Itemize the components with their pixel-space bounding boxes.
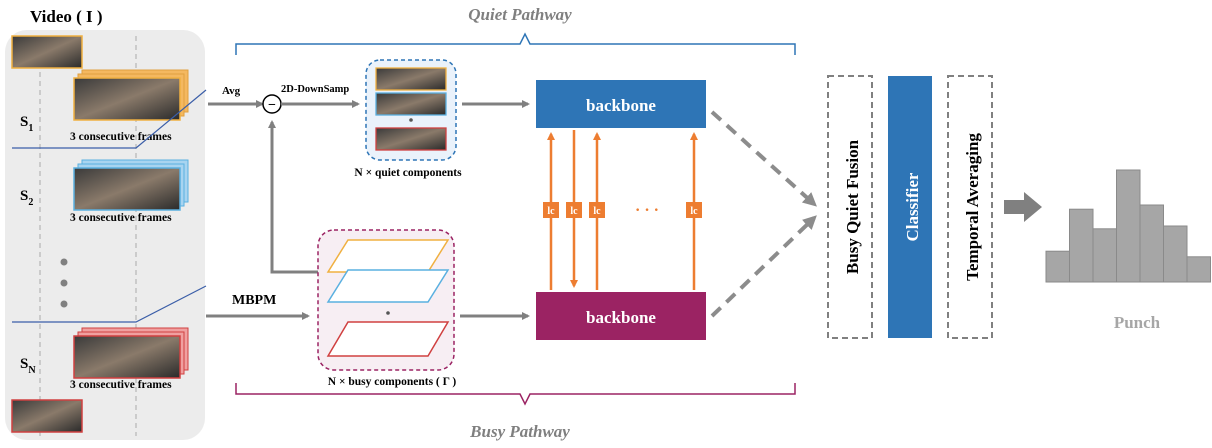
classifier-label: Classifier	[903, 172, 922, 241]
histogram-bar	[1139, 204, 1164, 283]
subtract-symbol: −	[268, 98, 276, 113]
quiet-backbone-label: backbone	[586, 96, 656, 115]
lateral-ellipsis: · · ·	[635, 202, 659, 219]
segment-caption: 3 consecutive frames	[70, 131, 172, 143]
ellipsis-dot	[60, 258, 68, 266]
quiet-component	[375, 127, 447, 151]
busy-component	[326, 269, 450, 303]
video-frame	[73, 167, 181, 211]
busy-component	[326, 239, 450, 273]
output-histogram	[1045, 169, 1211, 283]
lc-box	[589, 202, 605, 218]
quiet-component	[375, 92, 447, 116]
mbpm-label: MBPM	[232, 293, 276, 308]
segment-sn: SN 3 consecutive frames	[11, 285, 207, 433]
histogram-bar	[1045, 250, 1070, 283]
busy-backbone	[536, 292, 706, 340]
histogram-bar	[1069, 208, 1094, 283]
segment-boundary	[12, 89, 207, 149]
classifier-box	[888, 76, 932, 338]
segment-s2: S2 3 consecutive frames	[20, 159, 189, 224]
video-title: Video ( I )	[30, 7, 103, 26]
lc-box	[543, 202, 559, 218]
averaging-label: Temporal Averaging	[963, 133, 982, 281]
quiet-backbone	[536, 80, 706, 128]
video-frame	[11, 399, 83, 433]
segment-boundary	[12, 285, 207, 323]
segment-s1: S1 3 consecutive frames	[11, 35, 207, 149]
lc-label: lc	[547, 206, 555, 217]
lateral-connections: lc lc lc lc · · ·	[543, 130, 702, 290]
video-frame	[11, 35, 83, 69]
segment-caption: 3 consecutive frames	[70, 379, 172, 391]
ellipsis-dot	[60, 300, 68, 308]
ellipsis-dot	[60, 279, 68, 287]
lc-box	[686, 202, 702, 218]
histogram-bar	[1092, 228, 1117, 283]
busy-fusion-arrow	[710, 215, 817, 318]
segment-label: S2	[20, 188, 33, 208]
ellipsis-dot	[409, 118, 413, 122]
lc-label: lc	[570, 206, 578, 217]
quiet-fusion-arrow	[710, 110, 817, 207]
lc-label: lc	[690, 206, 698, 217]
quiet-pathway-title: Quiet Pathway	[468, 5, 572, 24]
downsample-label: 2D-DownSamp	[281, 84, 349, 95]
busy-feedback-arrow	[268, 120, 318, 274]
lc-label: lc	[593, 206, 601, 217]
ellipsis-dot	[386, 311, 390, 315]
busy-backbone-label: backbone	[586, 308, 656, 327]
avg-label: Avg	[222, 85, 241, 97]
histogram-bar	[1163, 225, 1188, 283]
quiet-component	[375, 67, 447, 91]
quiet-pathway-bracket	[235, 32, 796, 55]
histogram-bar	[1116, 169, 1141, 283]
busy-component	[326, 321, 450, 357]
segment-label: S1	[20, 114, 33, 134]
segment-caption: 3 consecutive frames	[70, 212, 172, 224]
output-label: Punch	[1114, 313, 1161, 332]
averaging-box	[947, 75, 993, 339]
video-frame	[73, 77, 181, 121]
segment-label: SN	[20, 356, 36, 376]
busy-pathway-bracket	[235, 383, 796, 406]
fusion-box	[827, 75, 873, 339]
busy-components-caption: N × busy components ( Γ )	[328, 376, 457, 388]
video-frame	[73, 335, 181, 379]
lc-box	[566, 202, 582, 218]
output-arrow	[1004, 192, 1042, 222]
busy-pathway-title: Busy Pathway	[469, 422, 570, 441]
histogram-bar	[1186, 256, 1211, 283]
quiet-components-caption: N × quiet components	[354, 167, 462, 179]
fusion-label: Busy Quiet Fusion	[843, 139, 862, 274]
